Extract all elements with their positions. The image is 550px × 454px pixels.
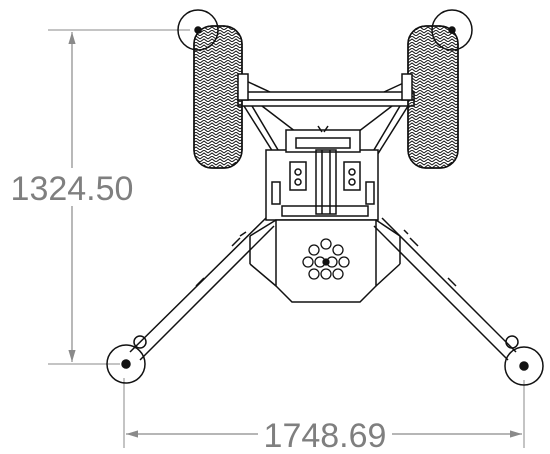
center-chassis (265, 125, 379, 221)
rear-left-wheel (177, 9, 249, 169)
vertical-dimension: 1324.50 (10, 29, 190, 365)
machine-top-view (106, 9, 544, 386)
rear-right-wheel (401, 9, 473, 169)
horizontal-dimension: 1748.69 (123, 378, 525, 454)
width-dimension-label: 1748.69 (264, 417, 387, 454)
cylinder-bundle (302, 238, 350, 280)
height-dimension-label: 1324.50 (11, 170, 134, 208)
front-right-leg (373, 217, 544, 386)
front-left-leg (106, 217, 275, 384)
